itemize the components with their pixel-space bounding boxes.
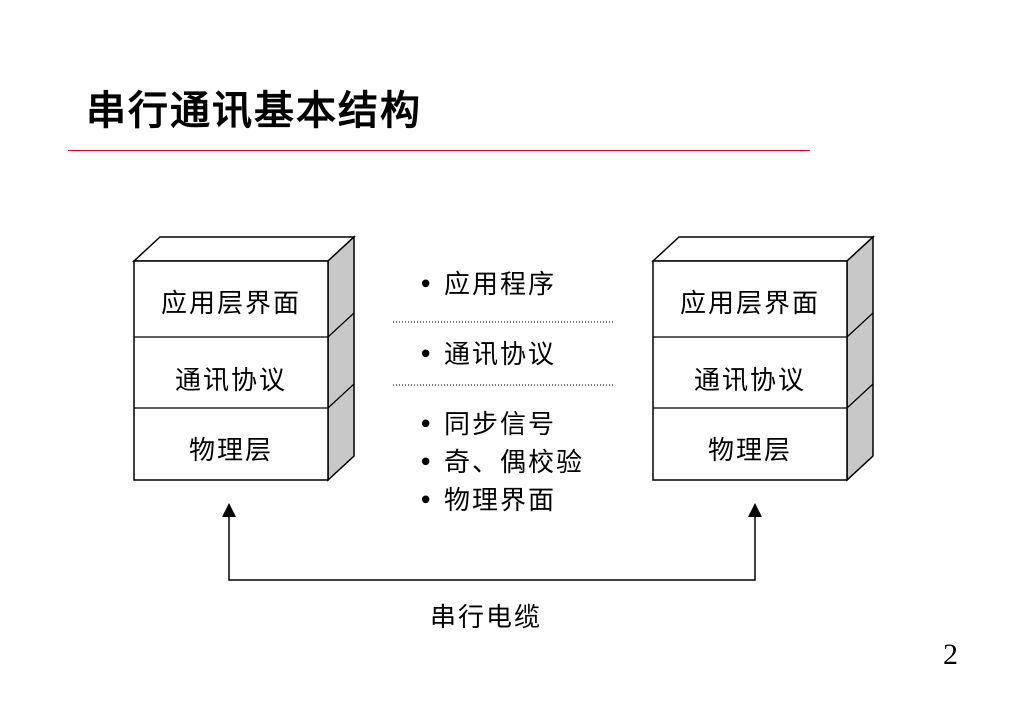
left-arrow-head [222,503,236,517]
right-stack-front-face [652,260,848,481]
right-arrow-head [748,503,762,517]
right-layer-protocol: 通讯协议 [693,366,806,396]
list-item: 物理界面 [418,482,584,520]
right-layer-physical: 物理层 [707,436,792,466]
middle-group-physical: 同步信号 奇、偶校验 物理界面 [418,406,584,520]
right-layer-application: 应用层界面 [679,289,820,319]
left-stack [132,235,356,482]
middle-group-protocol: 通讯协议 [418,336,556,374]
left-stack-front-face [133,260,329,481]
left-layer-protocol: 通讯协议 [174,366,287,396]
title-divider [68,150,810,151]
left-stack-top-face [132,236,356,262]
serial-cable-line [228,510,756,581]
list-item: 奇、偶校验 [418,444,584,482]
left-layer-application: 应用层界面 [160,289,301,319]
right-stack-side-face [846,235,874,482]
serial-cable-label: 串行电缆 [430,603,543,633]
page-number: 2 [943,638,958,671]
left-layer-physical: 物理层 [188,436,273,466]
right-stack-top-face [651,236,875,262]
list-item: 通讯协议 [418,336,556,374]
middle-group-application: 应用程序 [418,266,556,304]
list-item: 同步信号 [418,406,584,444]
page-title: 串行通讯基本结构 [86,88,422,134]
left-stack-side-face [327,235,355,482]
list-item: 应用程序 [418,266,556,304]
right-stack [651,235,875,482]
